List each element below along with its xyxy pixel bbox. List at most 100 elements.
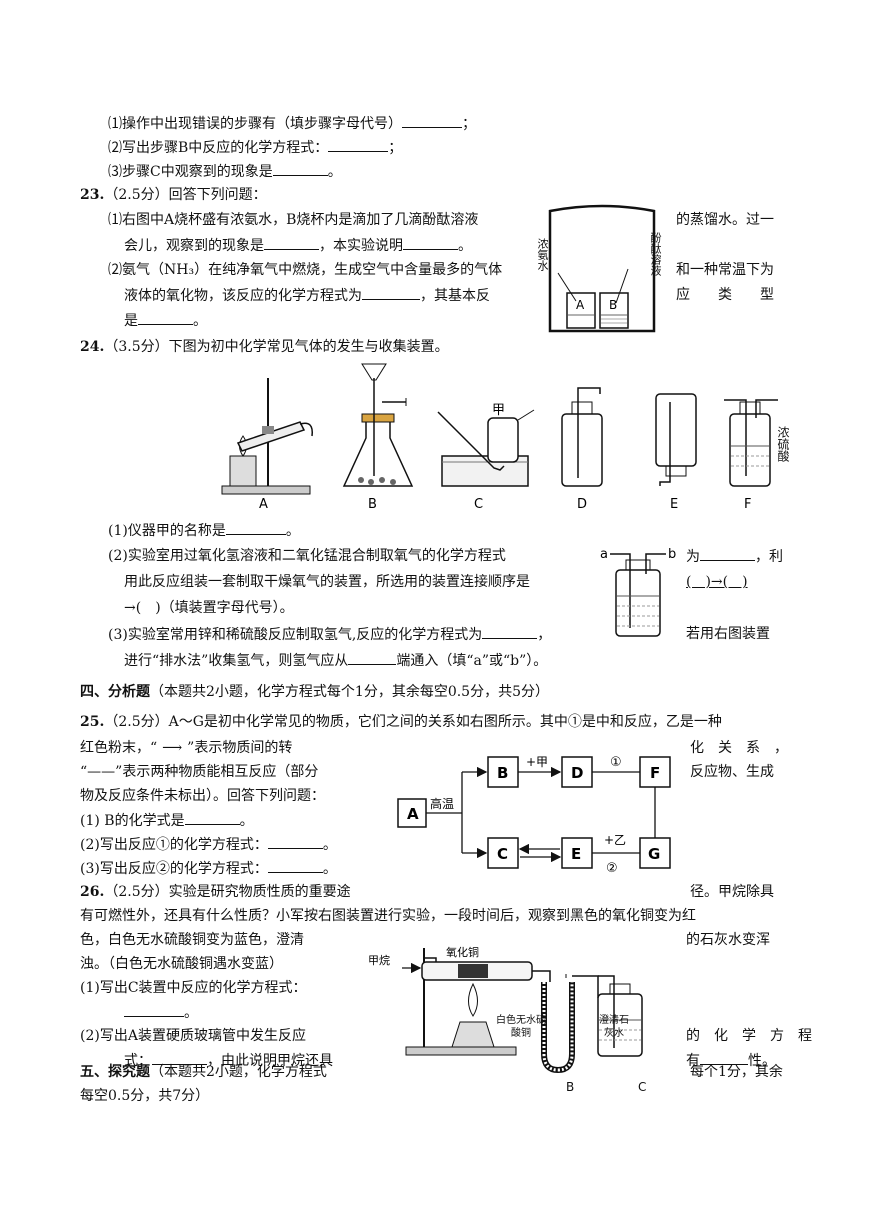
q25-line-3: “——”表示两种物质能相互反应（部分 xyxy=(80,764,319,780)
label-conc-ammonia: 浓氨水 xyxy=(536,238,549,271)
q23-beaker-figure: A B xyxy=(548,204,656,333)
label-copper-oxide: 氧化铜 xyxy=(446,945,479,959)
q26-line-7-right: 的 化 学 方 程 xyxy=(686,1028,812,1044)
q24-apparatus-figure: 甲 A B C D E F xyxy=(221,363,778,512)
node-g-label: G xyxy=(648,845,660,863)
answer-blank[interactable] xyxy=(348,650,397,665)
node-e-label: E xyxy=(571,845,581,863)
q23-line-3: ⑵氨气（NH₃）在纯净氧气中燃烧，生成空气中含量最多的气体 xyxy=(108,262,503,278)
q26-line-1: 26.（2.5分）实验是研究物质性质的重要途 xyxy=(80,884,351,900)
label-phenolphthalein: 酚酞溶液 xyxy=(649,232,662,276)
apparatus-f xyxy=(724,399,778,487)
apparatus-label-f: F xyxy=(744,497,751,512)
beaker-a-label: A xyxy=(576,298,585,312)
section-5-heading-2: 每空0.5分，共7分） xyxy=(80,1088,210,1104)
q24-line-2-right: 为，利 xyxy=(686,546,783,567)
q22-line-1: ⑴操作中出现错误的步骤有（填步骤字母代号）； xyxy=(108,113,476,134)
label-methane: 甲烷 xyxy=(368,953,390,967)
q25-line-6: (2)写出反应①的化学方程式：。 xyxy=(80,834,337,855)
answer-blank[interactable] xyxy=(138,310,193,325)
answer-blank[interactable] xyxy=(225,520,286,535)
node-c xyxy=(487,837,519,869)
label-limewater: 澄清石灰水 xyxy=(599,1015,629,1039)
answer-blank[interactable] xyxy=(264,235,319,250)
q26-line-1-right: 径。甲烷除具 xyxy=(690,884,774,900)
beaker-a xyxy=(566,292,596,329)
node-b-label: B xyxy=(497,764,508,782)
apparatus-d xyxy=(561,387,603,487)
stand-base xyxy=(405,1046,517,1056)
answer-blank[interactable] xyxy=(362,285,420,300)
q26-line-7: (2)写出A装置硬质玻璃管中发生反应 xyxy=(80,1028,306,1044)
q22-line-3: ⑶步骤C中观察到的现象是。 xyxy=(108,161,342,182)
apparatus-label-d: D xyxy=(577,497,587,512)
q24-line-3-right: ( )→( ) xyxy=(686,574,748,590)
q25-relation-diagram: A B C D E F G 高温 +甲 +乙 ① ② xyxy=(397,755,671,876)
q26-line-8-right: 有性。 xyxy=(686,1050,776,1071)
label-conc-sulfuric: 浓硫酸 xyxy=(776,426,790,462)
answer-blank[interactable] xyxy=(402,113,462,128)
q23-line-4: 液体的氧化物，该反应的化学方程式为，其基本反 xyxy=(124,285,490,306)
q25-line-4: 物及反应条件未标出）。回答下列问题： xyxy=(80,788,325,804)
node-g xyxy=(639,837,671,869)
q24-line-6: 进行“排水法”收集氢气，则氢气应从端通入（填“a”或“b”）。 xyxy=(124,650,547,671)
q24-line-4: →( )（填装置字母代号）。 xyxy=(124,600,294,616)
apparatus-label-e: E xyxy=(670,497,678,512)
node-d-label: D xyxy=(571,764,583,782)
answer-blank[interactable] xyxy=(700,546,755,561)
q23-line-3-right: 和一种常温下为 xyxy=(676,262,774,278)
q26-line-3-right: 的石灰水变浑 xyxy=(686,932,770,948)
node-c-label: C xyxy=(497,845,508,863)
label-plus-jia: +甲 xyxy=(526,755,548,769)
copper-oxide xyxy=(458,964,488,978)
answer-blank[interactable] xyxy=(184,810,240,825)
apparatus-label-a: A xyxy=(259,497,268,512)
q23-line-5: 是。 xyxy=(124,310,207,331)
q26-line-8: 式：，由此说明甲烷还具 xyxy=(124,1050,333,1071)
apparatus-b xyxy=(342,363,414,487)
apparatus-label-c: C xyxy=(474,497,483,512)
q26-line-2: 有可燃性外，还具有什么性质？小军按右图装置进行实验，一段时间后，观察到黑色的氧化… xyxy=(80,908,696,924)
answer-blank[interactable] xyxy=(403,235,458,250)
apparatus-a xyxy=(221,378,313,495)
label-reaction-2: ② xyxy=(606,861,618,876)
bell-jar xyxy=(548,204,656,333)
q25-line-7: (3)写出反应②的化学方程式：。 xyxy=(80,858,337,879)
apparatus-label-c: C xyxy=(638,1080,647,1094)
q22-line-2: ⑵写出步骤B中反应的化学方程式：； xyxy=(108,137,402,158)
q24-line-1: (1)仪器甲的名称是。 xyxy=(108,520,300,541)
q24-wash-bottle-figure: a b xyxy=(600,547,676,637)
answer-blank[interactable] xyxy=(124,1002,184,1017)
answer-blank[interactable] xyxy=(267,834,323,849)
section-4-heading: 四、分析题（本题共2小题，化学方程式每个1分，其余每空0.5分，共5分） xyxy=(80,684,549,700)
label-reaction-1: ① xyxy=(610,755,622,770)
section-5-heading-right: 每个1分，其余 xyxy=(690,1064,783,1080)
q24-line-5-right: 若用右图装置 xyxy=(686,626,770,642)
answer-blank[interactable] xyxy=(272,161,328,176)
q25-line-2-right: 化 关 系 ， xyxy=(690,740,788,756)
q24-line-2: (2)实验室用过氧化氢溶液和二氧化锰混合制取氧气的化学方程式 xyxy=(108,548,506,564)
q23-line-1: ⑴右图中A烧杯盛有浓氨水，B烧杯内是滴加了几滴酚酞溶液 xyxy=(108,212,479,228)
answer-blank[interactable] xyxy=(482,624,538,639)
q26-line-4: 浊。（白色无水硫酸铜遇水变蓝） xyxy=(80,956,283,972)
q24-heading: 24.（3.5分）下图为初中化学常见气体的发生与收集装置。 xyxy=(80,339,449,355)
answer-blank[interactable] xyxy=(700,1050,748,1065)
q26-line-5: (1)写出C装置中反应的化学方程式： xyxy=(80,980,307,996)
q23-line-4-right: 应 类 型 xyxy=(676,287,774,303)
apparatus-e xyxy=(655,393,697,486)
q25-line-1: 25.（2.5分）A～G是初中化学常见的物质，它们之间的关系如右图所示。其中①是… xyxy=(80,714,722,730)
node-f-label: F xyxy=(650,764,660,782)
arrow-icon: ⟶ xyxy=(162,740,183,756)
q23-line-2: 会儿，观察到的现象是，本实验说明。 xyxy=(124,235,472,256)
port-a-label: a xyxy=(600,547,608,562)
node-a-label: A xyxy=(407,805,419,823)
q26-apparatus-figure: 甲烷 氧化铜 A xyxy=(368,945,643,1074)
q23-line-1-right: 的蒸馏水。过一 xyxy=(676,212,774,228)
apparatus-label-b: B xyxy=(566,1080,575,1094)
label-plus-yi: +乙 xyxy=(604,833,626,847)
answer-blank[interactable] xyxy=(328,137,389,152)
answer-blank[interactable] xyxy=(267,858,323,873)
answer-blank[interactable] xyxy=(152,1050,207,1065)
q26-line-6: 。 xyxy=(124,1002,198,1023)
q24-line-5: (3)实验室常用锌和稀硫酸反应制取氢气,反应的化学方程式为， xyxy=(108,624,551,645)
